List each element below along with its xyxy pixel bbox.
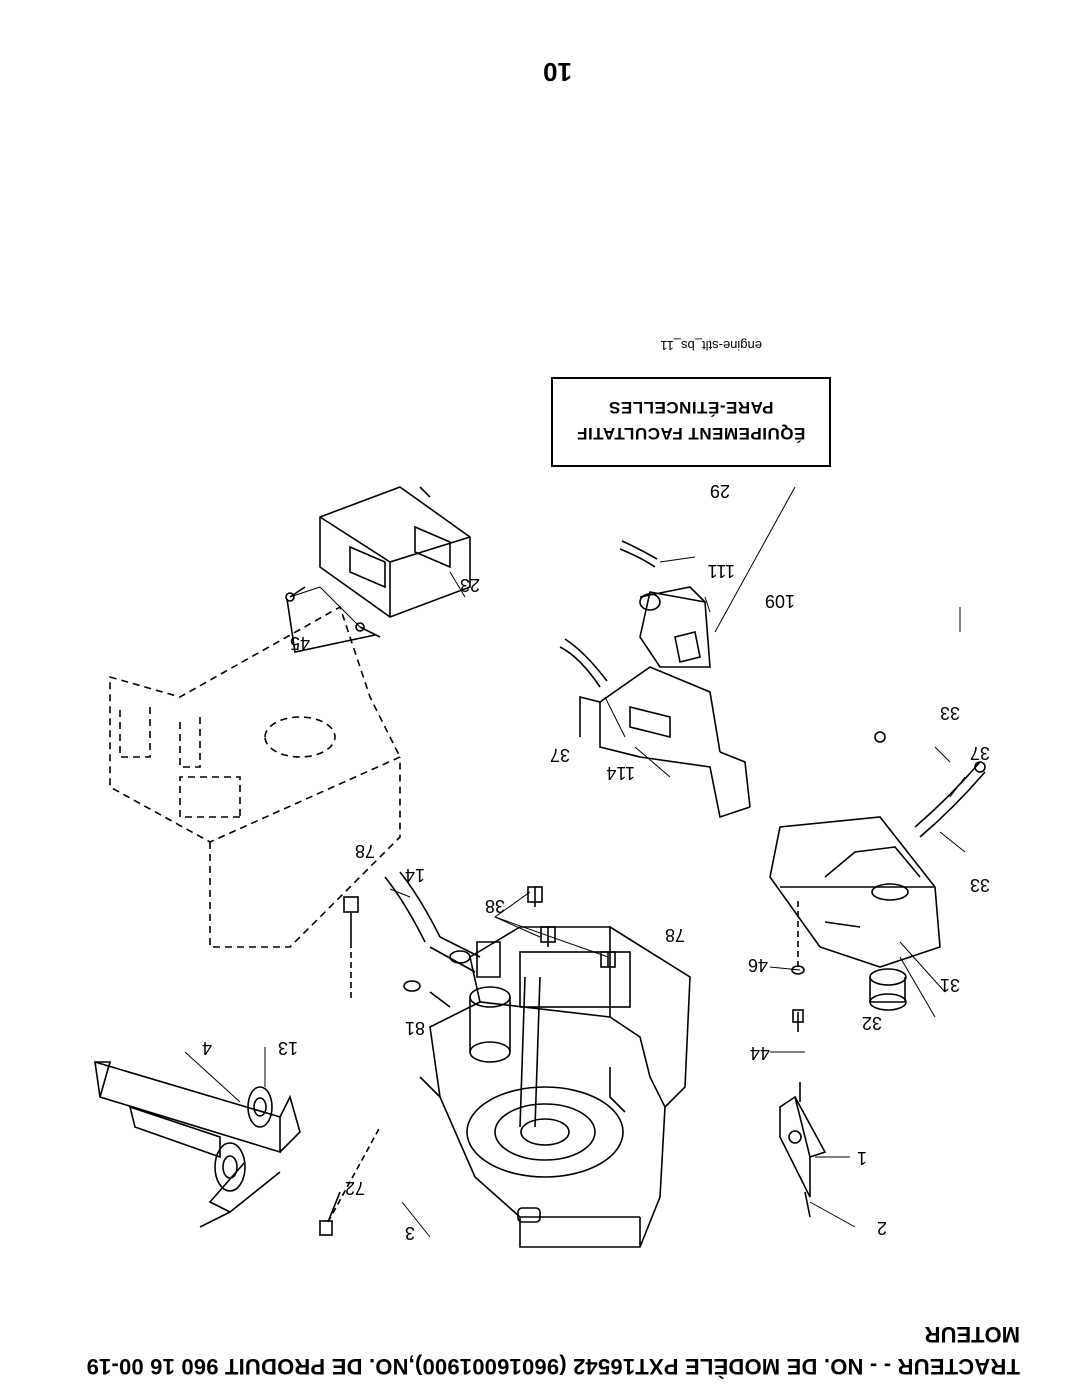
fuel-tank-part xyxy=(769,816,941,968)
callout-3: 3 xyxy=(405,1223,415,1243)
callout-33b: 33 xyxy=(940,703,960,723)
page-number: 10 xyxy=(543,57,572,87)
callout-1: 1 xyxy=(857,1148,867,1168)
bolts-78-part xyxy=(343,886,616,1002)
callout-78a: 78 xyxy=(355,841,375,861)
optional-equipment-note: ÉQUIPEMENT FACULTATIF PARE-ÉTINCELLES xyxy=(551,377,831,467)
callout-81: 81 xyxy=(405,1018,425,1038)
fuel-line-37-part xyxy=(874,731,986,838)
fuel-pump-part xyxy=(639,586,711,668)
callout-2: 2 xyxy=(877,1218,887,1238)
callout-4: 4 xyxy=(202,1038,212,1058)
washer-46-part xyxy=(791,897,805,1032)
callout-46: 46 xyxy=(748,955,768,975)
callout-114: 114 xyxy=(606,763,635,783)
callout-29: 29 xyxy=(710,481,730,501)
screw-72-part xyxy=(319,1126,381,1236)
fuel-line-37b-part xyxy=(559,638,608,688)
callout-32: 32 xyxy=(862,1013,882,1033)
callout-111: 111 xyxy=(708,561,735,581)
gasket-part xyxy=(247,1086,273,1128)
callout-78b: 78 xyxy=(665,925,685,945)
fuel-cap-part xyxy=(869,968,907,1011)
nut-81-part xyxy=(403,980,421,992)
callout-44: 44 xyxy=(750,1043,770,1063)
note-line-1: ÉQUIPEMENT FACULTATIF xyxy=(576,424,806,443)
callout-37b: 37 xyxy=(550,745,570,765)
mounting-plate-part xyxy=(109,605,402,948)
note-line-2: PARE-ÉTINCELLES xyxy=(608,398,774,417)
callout-38: 38 xyxy=(485,896,505,916)
callout-33a: 33 xyxy=(970,875,990,895)
callout-72: 72 xyxy=(345,1178,365,1198)
callout-23: 23 xyxy=(460,575,480,595)
muffler-part xyxy=(94,1060,301,1228)
figure-id: engine-stlt_bs_11 xyxy=(660,338,762,353)
leader-lines xyxy=(184,486,966,1238)
callout-37a: 37 xyxy=(970,743,990,763)
callout-14: 14 xyxy=(405,865,425,885)
callout-45: 45 xyxy=(290,633,310,653)
engine-part xyxy=(419,925,691,1248)
callout-31: 31 xyxy=(940,975,960,995)
heat-shield-part xyxy=(319,486,471,618)
fuel-line-111-part xyxy=(619,540,658,568)
callout-13: 13 xyxy=(278,1038,298,1058)
throttle-control-part xyxy=(779,1082,827,1218)
screw-45-part xyxy=(285,586,381,653)
bracket-114-part xyxy=(579,666,751,819)
callout-109: 109 xyxy=(765,591,795,611)
